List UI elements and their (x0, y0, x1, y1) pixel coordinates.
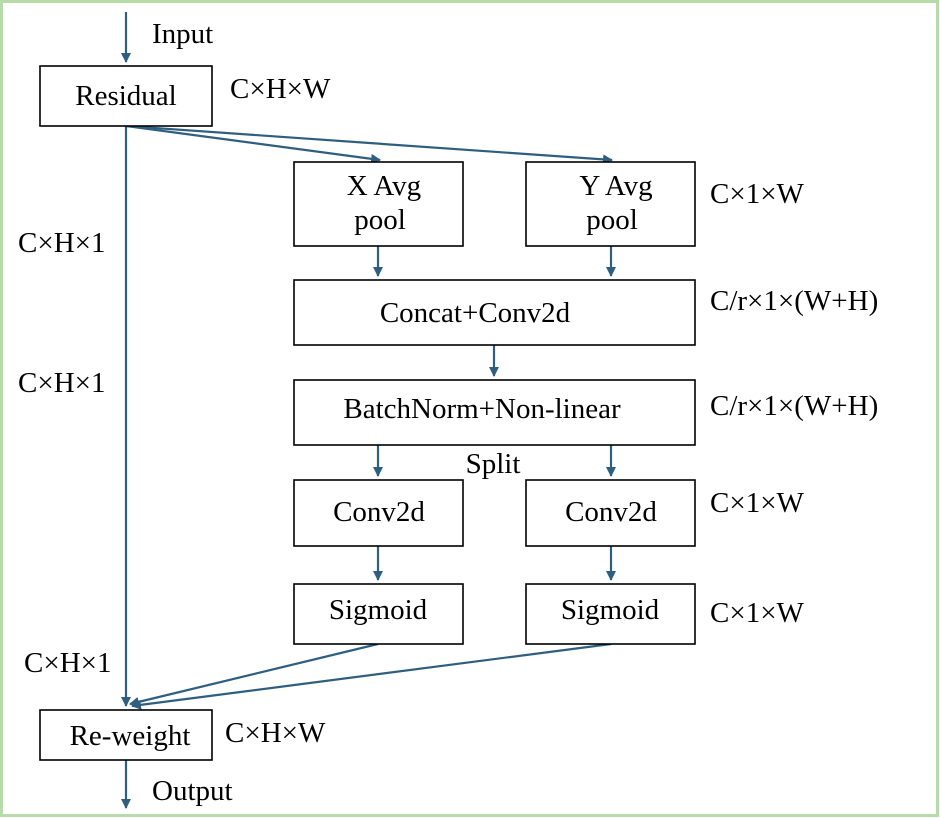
node-concat-conv2d: Concat+Conv2d (293, 279, 696, 346)
node-x-avg-pool: X Avg pool (293, 161, 464, 247)
reweight-dim-label: C×H×W (225, 717, 326, 749)
edge-residual-xpool (125, 124, 381, 164)
residual-label: Residual (75, 80, 177, 112)
sigmoid-dim-label: C×1×W (710, 597, 805, 629)
conv-left-label: Conv2d (333, 496, 425, 528)
residual-dim-label: C×H×W (230, 73, 331, 105)
y-pool-label-line2: pool (586, 204, 638, 236)
sigmoid-right-label: Sigmoid (561, 594, 660, 626)
skip-dim-label-1: C×H×1 (18, 227, 106, 259)
batchnorm-label: BatchNorm+Non-linear (343, 393, 621, 425)
node-reweight: Re-weight (39, 709, 213, 761)
reweight-label: Re-weight (70, 720, 191, 752)
conv-dim-label: C×1×W (710, 487, 805, 519)
edge-sigmoid-left-reweight (129, 642, 379, 707)
x-pool-label-line2: pool (354, 204, 406, 236)
x-pool-label-line1: X Avg (347, 170, 421, 202)
input-label: Input (152, 18, 213, 50)
node-batchnorm: BatchNorm+Non-linear (293, 379, 696, 446)
node-sigmoid-right: Sigmoid (525, 583, 696, 645)
concat-dim-label: C/r×1×(W+H) (710, 285, 878, 317)
sigmoid-left-label: Sigmoid (329, 594, 428, 626)
batchnorm-dim-label: C/r×1×(W+H) (710, 390, 878, 422)
concat-conv-label: Concat+Conv2d (380, 297, 571, 329)
split-label: Split (466, 448, 521, 480)
node-y-avg-pool: Y Avg pool (525, 161, 696, 247)
pool-dim-label: C×1×W (710, 178, 805, 210)
output-label: Output (152, 775, 233, 807)
y-pool-label-line1: Y Avg (579, 170, 652, 202)
edges (121, 12, 616, 809)
edge-sigmoid-right-reweight (131, 642, 612, 710)
skip-dim-label-2: C×H×1 (18, 367, 106, 399)
edge-residual-ypool (125, 124, 613, 165)
node-conv2d-right: Conv2d (525, 479, 696, 547)
conv-right-label: Conv2d (565, 496, 657, 528)
node-conv2d-left: Conv2d (293, 479, 464, 547)
node-residual: Residual (39, 65, 213, 127)
node-sigmoid-left: Sigmoid (293, 583, 464, 645)
skip-dim-label-3: C×H×1 (24, 647, 112, 679)
